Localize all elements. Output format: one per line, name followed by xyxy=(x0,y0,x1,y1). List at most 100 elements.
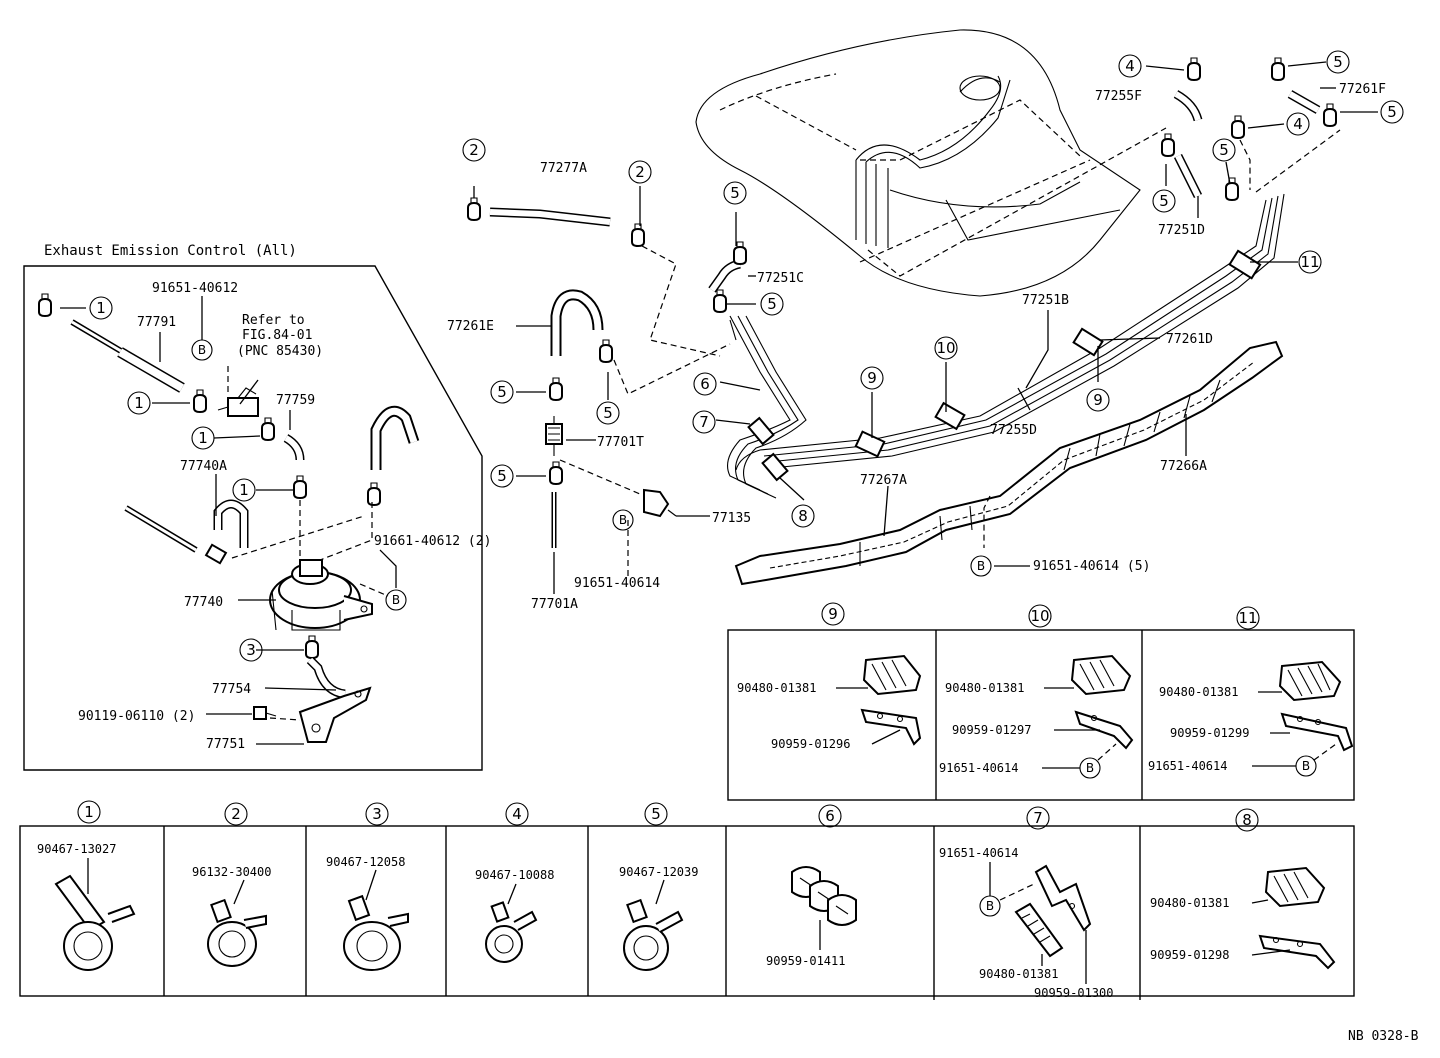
hose-clamp-icon xyxy=(343,894,409,971)
detail-panels-upper: 9 90480-01381 90959-01296 10 xyxy=(727,602,1355,801)
egr-valve-icon xyxy=(269,559,373,631)
clamp-icon xyxy=(1070,654,1132,696)
svg-text:B: B xyxy=(1302,759,1310,773)
svg-text:10: 10 xyxy=(936,339,955,357)
svg-text:6: 6 xyxy=(825,807,835,825)
top-right-parts xyxy=(1145,57,1378,218)
svg-text:3: 3 xyxy=(372,805,382,823)
detail-panel-10: 10 90480-01381 90959-01297 91651-40614 B xyxy=(939,604,1134,779)
svg-text:7: 7 xyxy=(1033,809,1043,827)
svg-text:90480-01381: 90480-01381 xyxy=(737,681,816,695)
label-90119-06110: 90119-06110 (2) xyxy=(78,709,195,724)
clamp-9-icon xyxy=(854,430,886,458)
detail-panel-9: 9 90480-01381 90959-01296 xyxy=(737,602,922,751)
detail-panel-11: 11 90480-01381 90959-01299 91651-40614 B xyxy=(1148,606,1354,777)
svg-text:8: 8 xyxy=(798,507,808,525)
label-77754: 77754 xyxy=(212,682,251,697)
detail-panel-4: 4 90467-10088 xyxy=(475,802,554,963)
svg-text:2: 2 xyxy=(231,805,241,823)
callout-1: 1 xyxy=(89,296,113,320)
svg-text:91651-40614: 91651-40614 xyxy=(1148,759,1227,773)
callout-2: 2 xyxy=(628,160,652,184)
label-91651-40614: 91651-40614 xyxy=(574,576,660,591)
svg-text:96132-30400: 96132-30400 xyxy=(192,865,271,879)
clip-icon xyxy=(293,475,307,499)
section-border xyxy=(23,265,483,771)
fitting-icon xyxy=(204,543,228,565)
tank-pipes xyxy=(855,160,889,248)
svg-text:90467-13027: 90467-13027 xyxy=(37,842,116,856)
callout-B: B xyxy=(612,509,634,531)
callout-7: 7 xyxy=(692,410,716,434)
callout-B: B xyxy=(970,555,992,577)
label-77255D: 77255D xyxy=(990,423,1037,438)
callout-9: 9 xyxy=(1086,388,1110,412)
bracket-77751-icon xyxy=(298,686,372,743)
callout-5: 5 xyxy=(760,292,784,316)
svg-text:91651-40614: 91651-40614 xyxy=(939,846,1018,860)
svg-text:5: 5 xyxy=(1219,141,1229,159)
detail-panel-3: 3 90467-12058 xyxy=(326,802,409,971)
svg-text:B: B xyxy=(986,899,994,913)
svg-text:1: 1 xyxy=(134,394,144,412)
center-parts xyxy=(467,186,807,594)
label-77266A: 77266A xyxy=(1160,459,1207,474)
callout-1: 1 xyxy=(127,391,151,415)
vsv-valve-icon xyxy=(217,387,259,417)
svg-text:9: 9 xyxy=(1093,391,1103,409)
svg-text:B: B xyxy=(619,513,627,527)
clip-icon xyxy=(599,339,613,363)
svg-text:91651-40614: 91651-40614 xyxy=(939,761,1018,775)
bracket-icon xyxy=(1280,712,1354,752)
svg-text:5: 5 xyxy=(1159,192,1169,210)
label-91661-40612: 91661-40612 (2) xyxy=(374,534,491,549)
svg-text:90959-01411: 90959-01411 xyxy=(766,954,845,968)
clip-icon xyxy=(549,461,563,485)
svg-text:9: 9 xyxy=(867,369,877,387)
svg-text:3: 3 xyxy=(246,641,256,659)
label-77701T: 77701T xyxy=(597,435,644,450)
clip-icon xyxy=(38,293,52,317)
vsv-77135-icon xyxy=(643,488,677,518)
svg-text:5: 5 xyxy=(730,184,740,202)
clamp-10-icon xyxy=(934,401,966,431)
callout-5: 5 xyxy=(1212,138,1236,162)
bracket-icon xyxy=(1034,864,1092,932)
label-77251D: 77251D xyxy=(1158,223,1205,238)
callout-5: 5 xyxy=(723,181,747,205)
clamp-icon xyxy=(862,654,922,696)
callout-5: 5 xyxy=(490,464,514,488)
multi-clip-icon xyxy=(791,866,857,926)
hose-clamp-icon xyxy=(623,898,684,971)
svg-text:5: 5 xyxy=(497,467,507,485)
clip-icon xyxy=(467,197,481,221)
detail-panel-7: 7 91651-40614 B 90480-01381 90959-01300 xyxy=(939,806,1113,1000)
svg-text:90959-01296: 90959-01296 xyxy=(771,737,850,751)
svg-text:1: 1 xyxy=(198,429,208,447)
callout-B: B xyxy=(191,339,213,361)
callout-4: 4 xyxy=(1286,112,1310,136)
svg-text:90467-12039: 90467-12039 xyxy=(619,865,698,879)
svg-text:90959-01300: 90959-01300 xyxy=(1034,986,1113,1000)
svg-text:90467-10088: 90467-10088 xyxy=(475,868,554,882)
callout-1: 1 xyxy=(232,478,256,502)
section-title: Exhaust Emission Control (All) xyxy=(44,243,297,259)
svg-text:90480-01381: 90480-01381 xyxy=(979,967,1058,981)
drawing-number: NB 0328-B xyxy=(1348,1029,1419,1044)
label-77740: 77740 xyxy=(184,595,223,610)
callout-9: 9 xyxy=(860,366,884,390)
svg-text:10: 10 xyxy=(1030,607,1049,625)
refer-line-1: Refer to xyxy=(242,313,305,328)
label-77759: 77759 xyxy=(276,393,315,408)
svg-text:90480-01381: 90480-01381 xyxy=(945,681,1024,695)
hose-clamp-icon xyxy=(207,898,267,967)
svg-text:90959-01298: 90959-01298 xyxy=(1150,948,1229,962)
label-77261F: 77261F xyxy=(1339,82,1386,97)
refer-line-3: (PNC 85430) xyxy=(237,344,323,359)
svg-text:4: 4 xyxy=(1125,57,1135,75)
label-77701A: 77701A xyxy=(531,597,578,612)
callout-5: 5 xyxy=(1326,50,1350,74)
bracket-icon xyxy=(1074,710,1134,750)
callout-5: 5 xyxy=(596,401,620,425)
label-77255F: 77255F xyxy=(1095,89,1142,104)
